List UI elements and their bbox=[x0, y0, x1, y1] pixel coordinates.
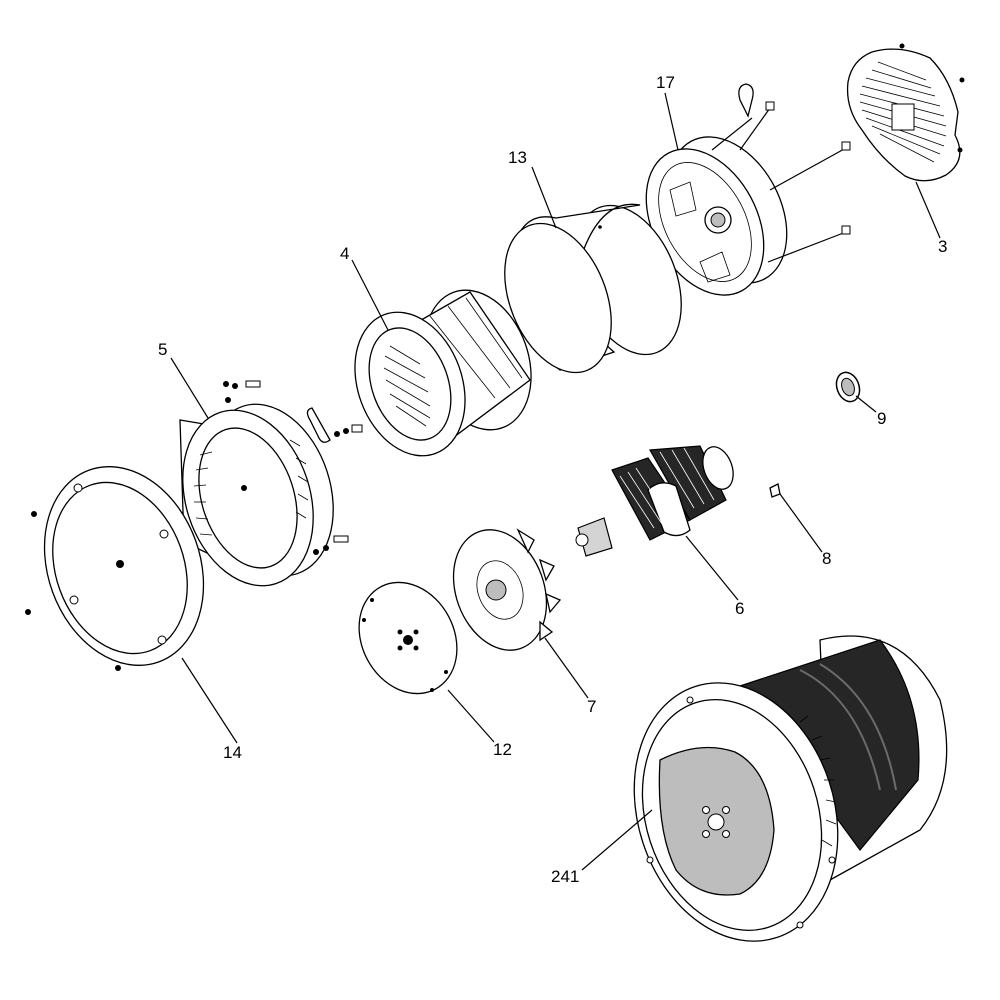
callout-14: 14 bbox=[223, 743, 242, 762]
fan-icon bbox=[452, 528, 562, 651]
stator-icon bbox=[306, 289, 532, 457]
callout-3: 3 bbox=[938, 237, 947, 256]
callout-4: 4 bbox=[340, 244, 349, 263]
callout-7: 7 bbox=[587, 697, 596, 716]
callout-9: 9 bbox=[877, 409, 886, 428]
rotor-icon bbox=[575, 445, 734, 557]
adapter-icon bbox=[179, 380, 349, 587]
key-icon bbox=[769, 483, 781, 498]
band-icon bbox=[504, 203, 682, 374]
callout-6: 6 bbox=[735, 599, 744, 618]
callout-17: 17 bbox=[656, 73, 675, 92]
end-bracket-icon bbox=[645, 83, 851, 296]
alternator-assembly-icon bbox=[633, 635, 948, 942]
grille-icon bbox=[846, 43, 965, 182]
coupling-disc-icon bbox=[358, 581, 458, 695]
callout-12: 12 bbox=[493, 740, 512, 759]
cover-plate-icon bbox=[25, 466, 205, 671]
bearing-icon bbox=[835, 371, 861, 403]
leader-lines bbox=[170, 92, 941, 871]
callout-8: 8 bbox=[822, 549, 831, 568]
callout-labels: 17 13 4 5 3 9 8 6 7 12 14 241 bbox=[158, 73, 947, 886]
callout-241: 241 bbox=[551, 867, 579, 886]
callout-5: 5 bbox=[158, 340, 167, 359]
callout-13: 13 bbox=[508, 148, 527, 167]
